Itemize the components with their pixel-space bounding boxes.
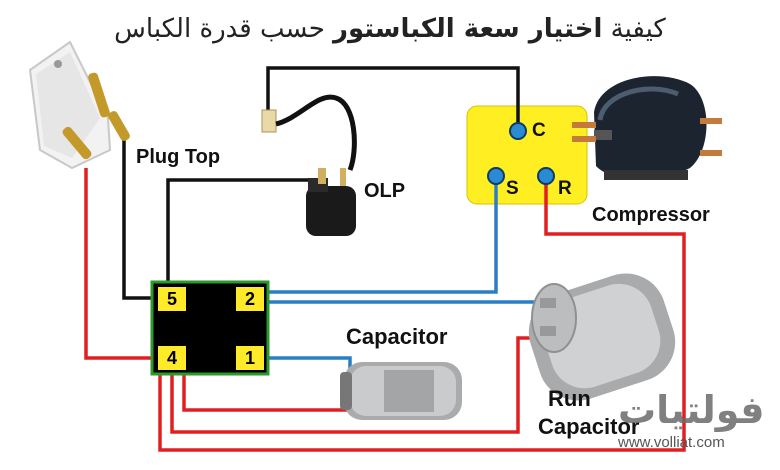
label-capacitor: Capacitor: [346, 324, 448, 349]
watermark-url: www.volliat.com: [618, 434, 725, 451]
title-part2: حسب قدرة الكباس: [114, 14, 334, 44]
terminal-5: 5: [158, 287, 186, 311]
label-run-capacitor-line1: Run: [548, 386, 591, 411]
pin-c: [509, 122, 527, 140]
pin-label-c: C: [532, 120, 546, 141]
wire-t1-to-cap: [268, 356, 352, 376]
pin-r: [537, 167, 555, 185]
wire-plug-to-t4: [84, 168, 152, 360]
pin-label-s: S: [506, 178, 519, 199]
title-bold: اختيار سعة الكباستور: [333, 14, 603, 44]
run-capacitor: [528, 273, 676, 401]
pin-label-r: R: [558, 178, 572, 199]
terminal-4: 4: [158, 346, 186, 370]
pin-s: [487, 167, 505, 185]
olp-clip: [261, 94, 357, 171]
label-compressor: Compressor: [592, 204, 710, 226]
wire-t4-to-runcap: [170, 336, 540, 434]
terminal-2: 2: [236, 287, 264, 311]
wire-t4-to-cap: [182, 372, 350, 412]
page-title: كيفية اختيار سعة الكباستور حسب قدرة الكب…: [0, 14, 780, 44]
wire-t5-to-plug: [122, 140, 152, 300]
start-capacitor: [340, 362, 462, 420]
label-olp: OLP: [364, 180, 406, 202]
label-plug-top: Plug Top: [136, 146, 221, 168]
label-run-capacitor-line2: Capacitor: [538, 414, 640, 439]
title-part1: كيفية: [602, 14, 666, 44]
wire-s-to-t2: [268, 178, 498, 294]
wire-r-to-runcap: [158, 178, 686, 452]
olp-body: [306, 168, 356, 236]
wire-t5-to-olp: [166, 178, 315, 288]
terminal-1: 1: [236, 346, 264, 370]
watermark-name: فولتيات: [618, 388, 765, 432]
wire-c-to-olp: [266, 66, 520, 131]
plug-top: [28, 40, 130, 170]
compressor-body: [572, 76, 722, 180]
